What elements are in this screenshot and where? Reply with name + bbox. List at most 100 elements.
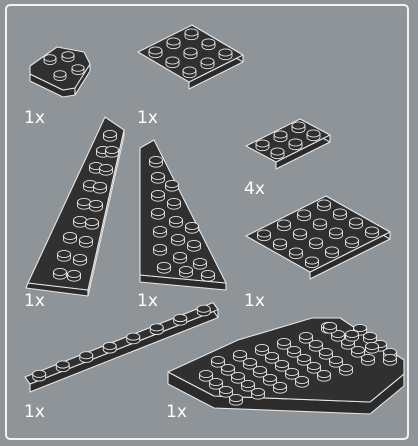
stud	[264, 374, 277, 381]
stud	[202, 39, 215, 46]
stud	[350, 218, 363, 225]
stud	[234, 350, 247, 357]
wedge-plate-right-part	[140, 140, 226, 290]
stud	[258, 230, 271, 237]
plate-2x3-part	[246, 119, 330, 169]
stud	[274, 239, 287, 246]
stud	[62, 52, 74, 59]
stud	[200, 370, 213, 377]
stud	[152, 172, 165, 179]
stud	[352, 346, 365, 353]
stud	[64, 232, 77, 239]
stud	[384, 354, 397, 361]
stud	[306, 257, 319, 264]
stud	[346, 237, 359, 244]
stud	[364, 332, 377, 339]
stud	[290, 248, 303, 255]
stud	[184, 48, 197, 55]
stud	[127, 333, 140, 340]
stud	[166, 57, 179, 64]
stud	[58, 250, 71, 257]
stud	[180, 266, 193, 273]
stud	[314, 219, 327, 226]
stud	[271, 148, 284, 155]
stud	[44, 55, 56, 62]
stud	[158, 262, 171, 269]
stud	[220, 386, 233, 393]
stud	[310, 340, 323, 347]
quantity-label: 1x	[24, 404, 45, 421]
stud	[330, 356, 343, 363]
stud	[90, 200, 103, 207]
quantity-label: 1x	[244, 293, 265, 310]
stud	[170, 216, 183, 223]
stud	[288, 346, 301, 353]
wedge-plate-2x2-part	[30, 47, 90, 97]
stud	[252, 388, 265, 395]
stud	[278, 220, 291, 227]
stud	[150, 324, 163, 331]
stud	[256, 140, 269, 147]
stud	[168, 198, 181, 205]
stud	[307, 130, 320, 137]
stud	[334, 209, 347, 216]
wedge-plate-left-part	[26, 117, 124, 296]
plate-3x3-part	[138, 25, 243, 89]
quantity-label: 1x	[166, 404, 187, 421]
stud	[362, 354, 375, 361]
stud	[106, 146, 119, 153]
stud	[197, 305, 210, 312]
stud	[289, 139, 302, 146]
stud	[194, 258, 207, 265]
stud	[186, 222, 199, 229]
stud	[172, 234, 185, 241]
stud	[72, 65, 84, 72]
stud	[340, 364, 353, 371]
stud	[74, 216, 87, 223]
stud	[56, 361, 69, 368]
stud	[149, 47, 162, 54]
stud	[202, 270, 215, 277]
stud	[100, 164, 113, 171]
stud	[244, 358, 257, 365]
stud	[80, 352, 93, 359]
stud	[183, 67, 196, 74]
stud	[366, 342, 379, 349]
stud	[330, 228, 343, 235]
stud	[324, 322, 337, 329]
plate-4x4-part	[246, 196, 390, 279]
stud	[185, 29, 198, 36]
stud	[54, 71, 66, 78]
stud	[104, 130, 117, 137]
stud	[346, 330, 359, 337]
stud	[154, 226, 167, 233]
stud	[318, 370, 331, 377]
stud	[219, 49, 232, 56]
stud	[254, 366, 267, 373]
quantity-label: 1x	[24, 293, 45, 310]
stud	[308, 362, 321, 369]
stud	[94, 182, 107, 189]
stud	[300, 332, 313, 339]
stud	[74, 254, 87, 261]
quantity-label: 4x	[244, 181, 265, 198]
stud	[292, 122, 305, 129]
stud	[274, 382, 287, 389]
stud	[54, 268, 67, 275]
stud	[366, 227, 379, 234]
stud	[154, 244, 167, 251]
stud	[174, 252, 187, 259]
stud	[174, 314, 187, 321]
stud	[276, 360, 289, 367]
quantity-label: 1x	[137, 110, 158, 127]
stud	[298, 210, 311, 217]
stud	[201, 58, 214, 65]
stud	[152, 208, 165, 215]
stud	[326, 247, 339, 254]
stud	[80, 236, 93, 243]
stud	[152, 190, 165, 197]
stud	[78, 198, 91, 205]
stud	[320, 348, 333, 355]
stud	[294, 229, 307, 236]
